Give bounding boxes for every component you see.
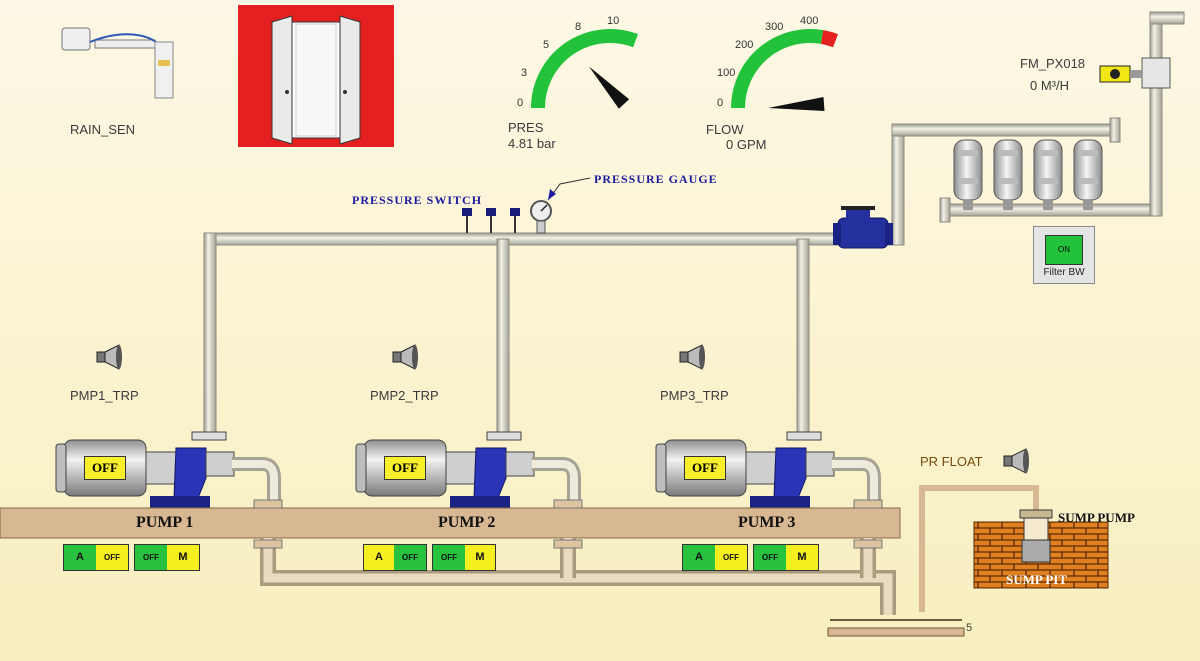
sump-pit-label: SUMP PIT (1006, 572, 1068, 587)
pump1-auto-state[interactable]: OFF (96, 545, 128, 570)
flow-tick-400: 400 (800, 15, 818, 27)
flow-tick-0: 0 (717, 97, 723, 109)
sump-pit (973, 509, 1109, 589)
pump2-status[interactable]: OFF (384, 456, 426, 480)
pressure-switch-label: PRESSURE SWITCH (352, 193, 483, 207)
pressure-gauge-needle (588, 66, 630, 109)
pump3-manual-button[interactable]: M (786, 545, 818, 570)
pump2-manual-group: OFF M (432, 544, 496, 571)
pump1-controls: A OFF OFF M (63, 544, 200, 571)
tank-level-label: 5 (966, 622, 973, 634)
pump3-manual-state[interactable]: OFF (754, 545, 786, 570)
pressure-value: 4.81 bar (508, 136, 556, 151)
sump-pump-label: SUMP PUMP (1058, 510, 1135, 525)
flow-gauge-arc (731, 29, 824, 109)
pressure-tick-8: 8 (575, 21, 581, 33)
header-valve (833, 206, 893, 249)
pump1-auto-button[interactable]: A (64, 545, 96, 570)
pump2-controls: A OFF OFF M (363, 544, 496, 571)
pressure-name: PRES (508, 120, 544, 135)
flow-tick-200: 200 (735, 39, 753, 51)
pump1-manual-button[interactable]: M (167, 545, 199, 570)
pump1-manual-group: OFF M (134, 544, 200, 571)
pump1-status[interactable]: OFF (84, 456, 126, 480)
pump2-manual-button[interactable]: M (465, 545, 495, 570)
pump3-name: PUMP 3 (738, 514, 796, 531)
pump3-auto-group: A OFF (682, 544, 748, 571)
pump1-name: PUMP 1 (136, 514, 194, 531)
pump3-auto-state[interactable]: OFF (715, 545, 747, 570)
flow-name: FLOW (706, 122, 744, 137)
pump2-manual-state[interactable]: OFF (433, 545, 465, 570)
horn-icon[interactable] (95, 344, 125, 375)
pump2-auto-state[interactable]: OFF (394, 545, 426, 570)
pump1-manual-state[interactable]: OFF (135, 545, 167, 570)
pump-graphic-2 (355, 431, 581, 508)
pump1-auto-group: A OFF (63, 544, 129, 571)
pump3-status[interactable]: OFF (684, 456, 726, 480)
flowmeter-name: FM_PX018 (1020, 56, 1086, 71)
pressure-gauge-arc (531, 29, 639, 109)
tank (827, 619, 965, 637)
pressure-tick-3: 3 (521, 67, 527, 79)
suction-pipe (253, 499, 896, 615)
horn-icon[interactable] (391, 344, 421, 375)
flow-tick-100: 100 (717, 67, 735, 79)
pressure-gauge: 0 3 5 8 10 (517, 15, 639, 109)
flow-gauge-needle (768, 97, 825, 111)
filter-bw-label: Filter BW (1043, 267, 1085, 278)
horn-icon[interactable] (678, 344, 708, 375)
pump2-name: PUMP 2 (438, 514, 496, 531)
filter-bw-panel[interactable]: ON Filter BW (1033, 226, 1095, 284)
pump3-trip-label: PMP3_TRP (660, 388, 729, 403)
pump3-manual-group: OFF M (753, 544, 819, 571)
flowmeter (1099, 57, 1171, 89)
pump1-trip-label: PMP1_TRP (70, 388, 139, 403)
pressure-tick-0: 0 (517, 97, 523, 109)
filter-bank (953, 139, 1103, 210)
filter-bw-button[interactable]: ON (1045, 235, 1083, 265)
pump3-controls: A OFF OFF M (682, 544, 819, 571)
flow-gauge: 0 100 200 300 400 (717, 15, 839, 111)
flow-value: 0 GPM (726, 137, 767, 152)
pressure-tick-5: 5 (543, 39, 549, 51)
door-graphic (238, 5, 394, 147)
sump-pipe (919, 485, 1039, 612)
flow-gauge-red-zone (820, 30, 839, 48)
pump2-auto-group: A OFF (363, 544, 427, 571)
pressure-tick-10: 10 (607, 15, 619, 27)
flowmeter-value: 0 M³/H (1030, 78, 1069, 93)
pump2-auto-button[interactable]: A (364, 545, 394, 570)
flow-tick-300: 300 (765, 21, 783, 33)
pressure-gauge-label: PRESSURE GAUGE (594, 172, 718, 186)
pump-graphic-3 (655, 431, 881, 508)
horn-icon[interactable] (1002, 448, 1032, 479)
pump3-auto-button[interactable]: A (683, 545, 715, 570)
pr-float-label: PR FLOAT (920, 454, 983, 469)
rain-sensor-graphic (61, 27, 174, 99)
pump2-trip-label: PMP2_TRP (370, 388, 439, 403)
pump-base-beam (0, 507, 901, 539)
header-pipe (203, 11, 1185, 434)
rain-sensor-label: RAIN_SEN (70, 122, 136, 137)
pressure-switches (462, 177, 591, 234)
